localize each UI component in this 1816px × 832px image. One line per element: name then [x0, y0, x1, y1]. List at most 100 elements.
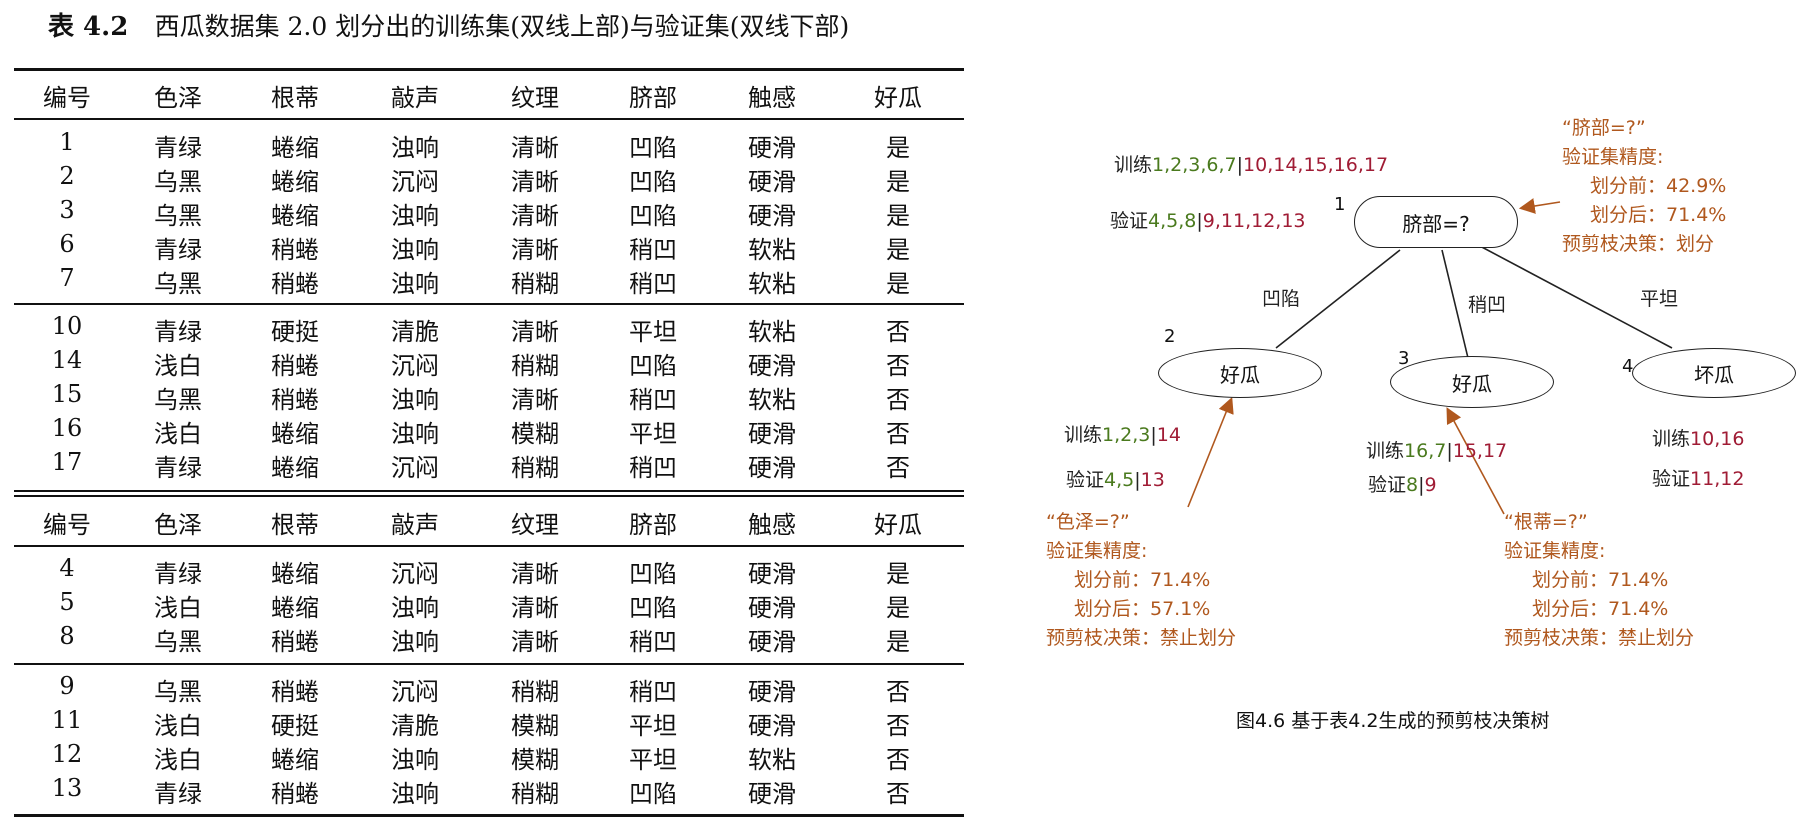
col-header: 编号 [43, 511, 91, 539]
table-cell: 蜷缩 [271, 454, 319, 482]
table-cell: 硬滑 [748, 352, 796, 380]
table-cell: 浊响 [391, 780, 439, 808]
col-header: 触感 [748, 511, 796, 539]
table-cell: 是 [886, 168, 910, 196]
table-cell: 模糊 [511, 420, 559, 448]
table-cell: 浊响 [391, 746, 439, 774]
right-train-sets: 训练10,16 [1652, 428, 1745, 450]
table-cell: 8 [59, 622, 75, 650]
tree-edges [1187, 198, 1673, 515]
table-cell: 软粘 [748, 318, 796, 346]
train-class-rule [14, 303, 964, 305]
table-cell: 否 [886, 746, 910, 774]
table-cell: 稍糊 [511, 678, 559, 706]
table-top-rule [14, 68, 964, 71]
mid-note: “根蒂=?” 验证集精度: 划分前：71.4% 划分后：71.4% 预剪枝决策：… [1504, 511, 1695, 649]
table-cell: 平坦 [629, 746, 677, 774]
train-table-header: 编号 色泽 根蒂 敲声 纹理 脐部 触感 好瓜 [14, 78, 964, 113]
table-cell: 沉闷 [391, 560, 439, 588]
double-rule-bottom [14, 495, 964, 497]
table-cell: 浅白 [154, 352, 202, 380]
table-cell: 平坦 [629, 318, 677, 346]
table-cell: 稍凹 [629, 236, 677, 264]
table-cell: 蜷缩 [271, 168, 319, 196]
table-cell: 否 [886, 420, 910, 448]
edge-label-left: 凹陷 [1262, 288, 1301, 310]
table-cell: 硬滑 [748, 168, 796, 196]
table-cell: 4 [59, 554, 75, 582]
table-cell: 否 [886, 386, 910, 414]
right-leaf-node: 坏瓜 [1632, 348, 1796, 398]
edge-mid [1441, 249, 1469, 359]
table-cell: 凹陷 [629, 168, 677, 196]
table-cell: 硬滑 [748, 420, 796, 448]
table-cell: 硬滑 [748, 560, 796, 588]
col-header: 编号 [43, 84, 91, 112]
right-node-number: 4 [1622, 356, 1634, 377]
table-cell: 稍凹 [629, 454, 677, 482]
right-node-label: 坏瓜 [1694, 362, 1734, 387]
table-cell: 12 [51, 740, 83, 768]
table-cell: 软粘 [748, 386, 796, 414]
table-cell: 稍凹 [629, 386, 677, 414]
table-cell: 蜷缩 [271, 134, 319, 162]
table-cell: 凹陷 [629, 780, 677, 808]
val-header-rule [14, 545, 964, 547]
table-cell: 稍蜷 [271, 386, 319, 414]
col-header: 色泽 [154, 84, 202, 112]
left-leaf-node: 好瓜 [1158, 348, 1322, 398]
table-cell: 是 [886, 594, 910, 622]
edge-right [1477, 244, 1673, 349]
col-header: 敲声 [391, 84, 439, 112]
table-cell: 稍蜷 [271, 270, 319, 298]
table-cell: 硬滑 [748, 454, 796, 482]
table-cell: 沉闷 [391, 352, 439, 380]
table-cell: 硬滑 [748, 594, 796, 622]
table-cell: 硬挺 [271, 712, 319, 740]
table-cell: 否 [886, 780, 910, 808]
col-header: 触感 [748, 84, 796, 112]
table-cell: 蜷缩 [271, 746, 319, 774]
col-header: 敲声 [391, 511, 439, 539]
root-node-number: 1 [1334, 194, 1346, 215]
table-cell: 蜷缩 [271, 202, 319, 230]
table-cell: 蜷缩 [271, 560, 319, 588]
mid-val-sets: 验证8|9 [1368, 474, 1437, 496]
root-note: “脐部=?” 验证集精度: 划分前：42.9% 划分后：71.4% 预剪枝决策：… [1562, 117, 1727, 255]
table-cell: 稍糊 [511, 780, 559, 808]
table-cell: 5 [59, 588, 75, 616]
table-cell: 清晰 [511, 386, 559, 414]
table-cell: 浊响 [391, 594, 439, 622]
table-cell: 沉闷 [391, 168, 439, 196]
table-cell: 稍凹 [629, 270, 677, 298]
left-note: “色泽=?” 验证集精度: 划分前：71.4% 划分后：57.1% 预剪枝决策：… [1046, 511, 1237, 649]
table-cell: 硬滑 [748, 780, 796, 808]
right-val-sets: 验证11,12 [1652, 468, 1745, 490]
table-cell: 稍蜷 [271, 780, 319, 808]
table-cell: 凹陷 [629, 560, 677, 588]
arrow-root-note [1518, 198, 1561, 214]
table-bottom-rule [14, 814, 964, 817]
table-caption-label: 表 4.2 [48, 12, 129, 42]
table-cell: 否 [886, 678, 910, 706]
header-rule [14, 118, 964, 120]
table-cell: 清晰 [511, 168, 559, 196]
table-cell: 10 [51, 312, 83, 340]
table-cell: 浅白 [154, 420, 202, 448]
table-cell: 浊响 [391, 236, 439, 264]
table-cell: 浊响 [391, 134, 439, 162]
col-header: 纹理 [511, 84, 559, 112]
table-cell: 11 [51, 706, 83, 734]
table-cell: 1 [59, 128, 75, 156]
table-cell: 乌黑 [154, 270, 202, 298]
table-caption: 表 4.2 西瓜数据集 2.0 划分出的训练集(双线上部)与验证集(双线下部) [48, 6, 849, 43]
col-header: 好瓜 [874, 511, 922, 539]
table-cell: 稍凹 [629, 628, 677, 656]
